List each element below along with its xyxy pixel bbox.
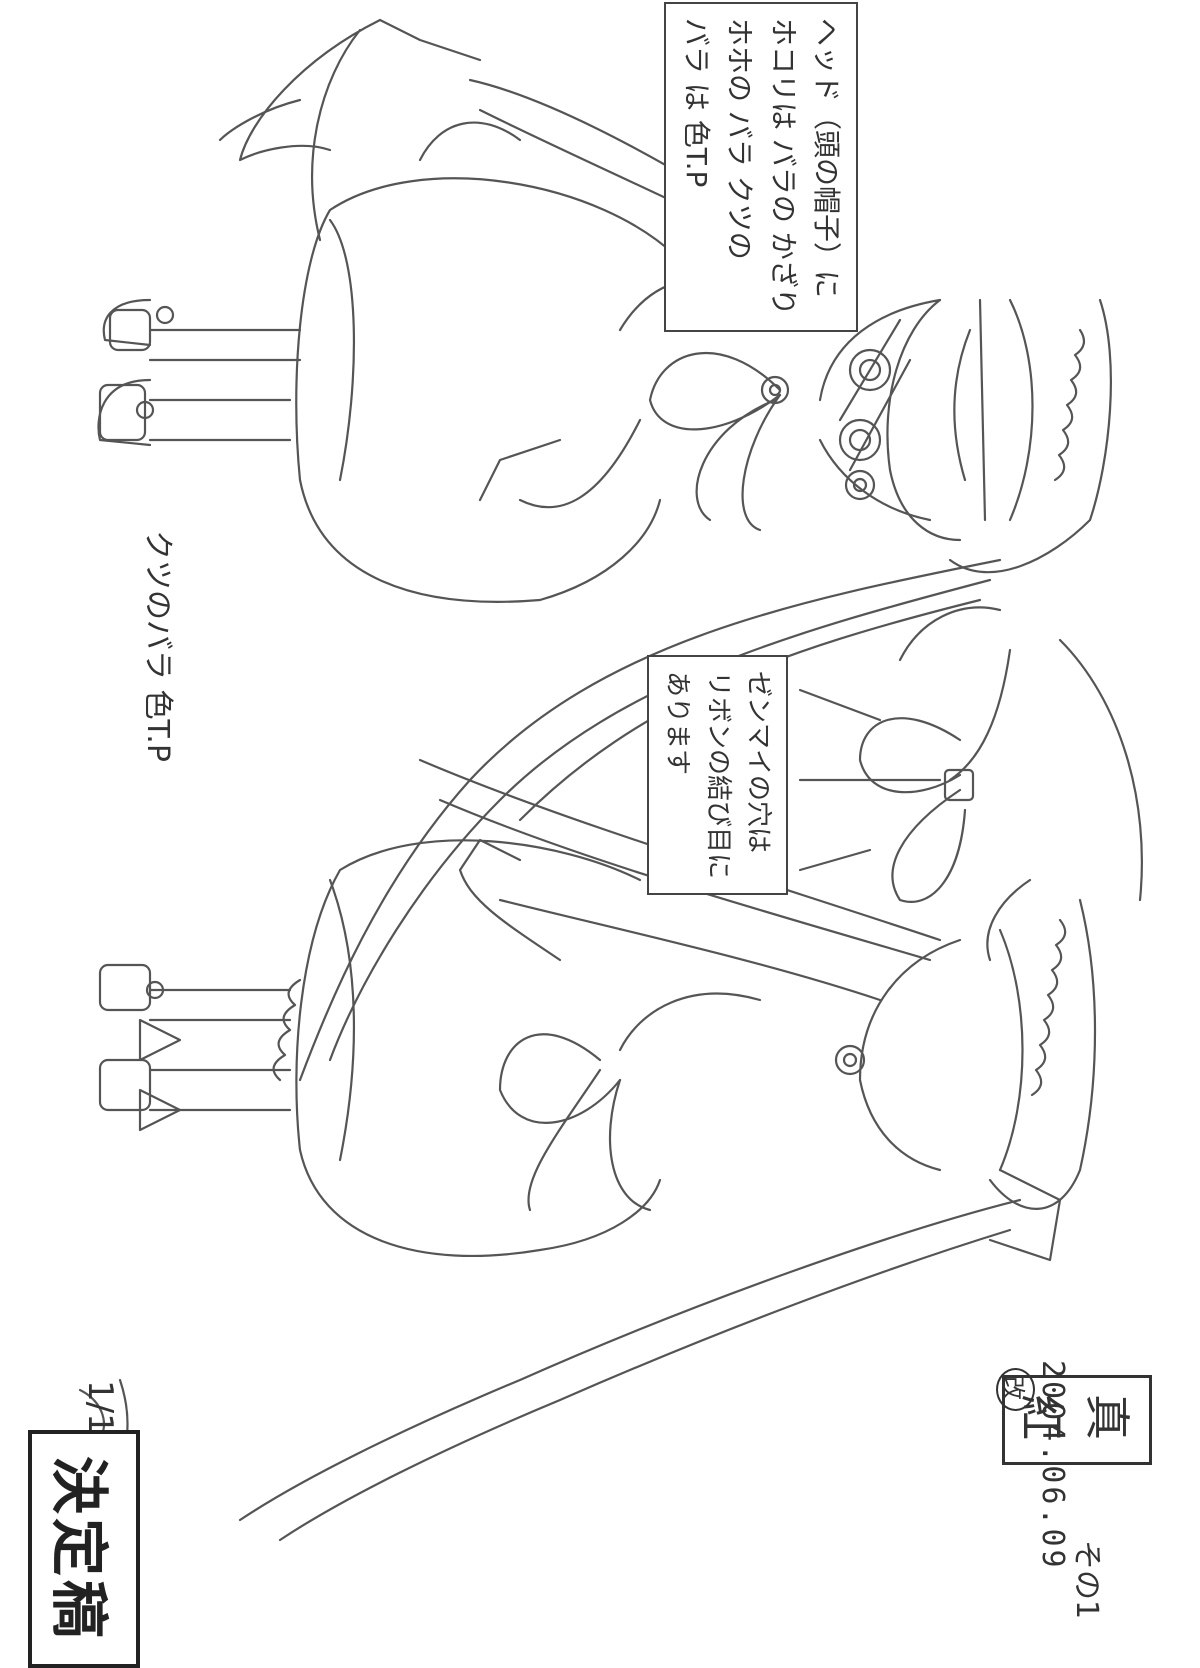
note-top-line: バラ は 色T.P	[679, 18, 713, 188]
back-view-figure	[98, 758, 1097, 1542]
note-back-line: ゼンマイの穴は	[743, 671, 773, 854]
final-draft-stamp: 決定稿	[28, 1430, 140, 1668]
page-mark: 1/1	[80, 1380, 120, 1435]
note-back-line: あります	[662, 671, 693, 776]
note-top-line: ホコリは バラの かざり	[766, 18, 800, 316]
sheet-number: その1	[1069, 1540, 1104, 1620]
note-top-box: ヘッド（頭の帽子）に ホコリは バラの かざり ホホの バラ クツの バラ は …	[664, 2, 858, 332]
back-bow-detail	[798, 606, 1143, 962]
note-top-line: ヘッド（頭の帽子）に	[810, 18, 843, 299]
note-shoes: クツのバラ 色T.P	[140, 530, 175, 762]
front-view-figure	[97, 18, 1112, 1082]
date-text: 2004.06.09	[1035, 1360, 1070, 1571]
revision-date: 2004.06.09改	[996, 1360, 1070, 1571]
note-top-line: ホホの バラ クツの	[723, 18, 757, 260]
note-back-box: ゼンマイの穴は リボンの結び目に あります	[647, 655, 788, 896]
character-sheet: ヘッド（頭の帽子）に ホコリは バラの かざり ホホの バラ クツの バラ は …	[28, 2, 1152, 1668]
revision-mark: 改	[996, 1368, 1035, 1411]
character-line-art	[78, 18, 1143, 1542]
note-back-line: リボンの結び目に	[702, 671, 733, 880]
